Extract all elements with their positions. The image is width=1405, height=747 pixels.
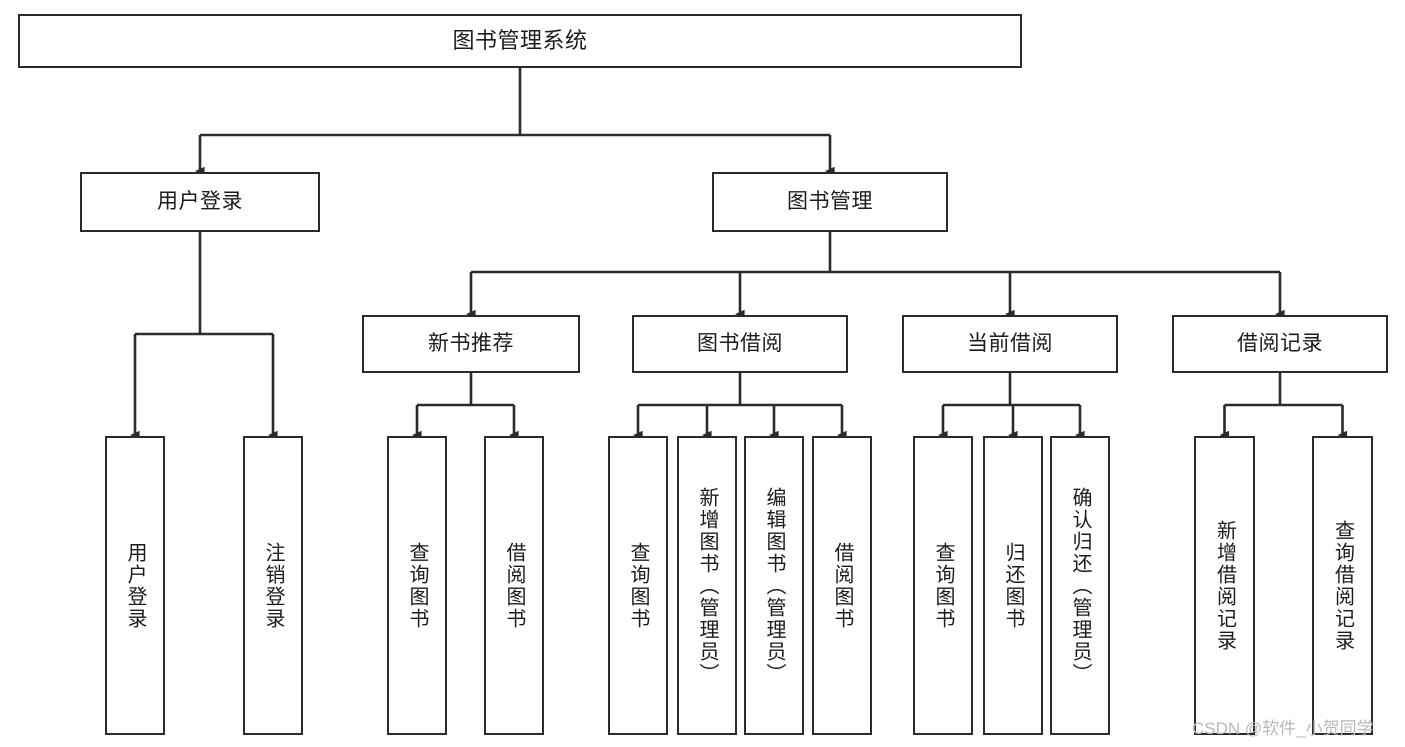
node-leaf-user-login-label: 用户登录: [124, 541, 146, 630]
node-leaf-add-record[interactable]: 新增借阅记录: [1194, 436, 1255, 735]
node-leaf-return-book-label: 归还图书: [1002, 541, 1024, 630]
node-book-management-label: 图书管理: [787, 189, 873, 213]
node-user-login[interactable]: 用户登录: [80, 172, 320, 232]
node-leaf-add-record-label: 新增借阅记录: [1213, 519, 1236, 652]
node-leaf-user-login[interactable]: 用户登录: [105, 436, 165, 735]
node-leaf-query-book-1-label: 查询图书: [406, 541, 428, 630]
node-leaf-borrow-book-1-label: 借阅图书: [503, 541, 525, 630]
node-root[interactable]: 图书管理系统: [18, 14, 1022, 68]
node-book-borrow-label: 图书借阅: [697, 331, 783, 355]
node-leaf-edit-book-label: 编辑图书（管理员）: [763, 486, 785, 685]
node-leaf-query-book-3-label: 查询图书: [932, 541, 954, 630]
node-user-login-label: 用户登录: [157, 189, 243, 213]
node-leaf-confirm-return-label: 确认归还（管理员）: [1069, 486, 1091, 685]
node-leaf-confirm-return[interactable]: 确认归还（管理员）: [1050, 436, 1110, 735]
node-new-book-recommend-label: 新书推荐: [428, 331, 514, 355]
node-leaf-query-record-label: 查询借阅记录: [1331, 519, 1354, 652]
node-leaf-add-book-label: 新增图书（管理员）: [696, 486, 718, 685]
node-leaf-borrow-book-1[interactable]: 借阅图书: [484, 436, 544, 735]
node-leaf-query-record[interactable]: 查询借阅记录: [1312, 436, 1373, 735]
node-leaf-query-book-2[interactable]: 查询图书: [608, 436, 668, 735]
node-leaf-borrow-book-2[interactable]: 借阅图书: [812, 436, 872, 735]
node-leaf-add-book[interactable]: 新增图书（管理员）: [677, 436, 737, 735]
node-current-borrow-label: 当前借阅: [967, 331, 1053, 355]
node-leaf-query-book-2-label: 查询图书: [627, 541, 649, 630]
node-borrow-record[interactable]: 借阅记录: [1172, 315, 1388, 373]
node-leaf-user-logout-label: 注销登录: [262, 541, 284, 630]
node-book-borrow[interactable]: 图书借阅: [632, 315, 848, 373]
node-new-book-recommend[interactable]: 新书推荐: [362, 315, 580, 373]
node-leaf-user-logout[interactable]: 注销登录: [243, 436, 303, 735]
node-current-borrow[interactable]: 当前借阅: [902, 315, 1118, 373]
node-leaf-return-book[interactable]: 归还图书: [983, 436, 1043, 735]
node-root-label: 图书管理系统: [452, 28, 588, 54]
node-leaf-borrow-book-2-label: 借阅图书: [831, 541, 853, 630]
node-book-management[interactable]: 图书管理: [712, 172, 948, 232]
watermark: CSDN @软件_小贺同学: [1192, 719, 1374, 738]
node-borrow-record-label: 借阅记录: [1237, 331, 1323, 355]
node-leaf-query-book-1[interactable]: 查询图书: [387, 436, 447, 735]
node-leaf-query-book-3[interactable]: 查询图书: [913, 436, 973, 735]
node-leaf-edit-book[interactable]: 编辑图书（管理员）: [744, 436, 804, 735]
